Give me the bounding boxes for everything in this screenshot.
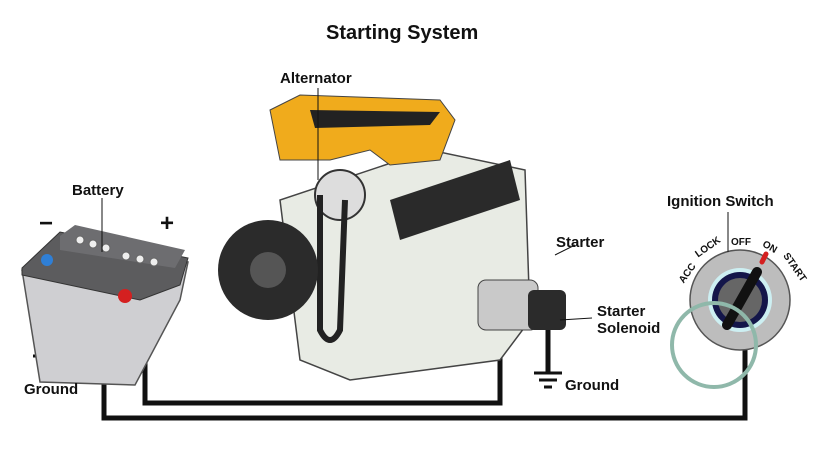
- positive-terminal: [118, 289, 132, 303]
- solenoid: [528, 290, 566, 330]
- label-ignition-switch: Ignition Switch: [667, 193, 774, 210]
- fan: [218, 220, 318, 320]
- label-battery: Battery: [72, 182, 124, 199]
- key: [722, 267, 762, 330]
- engine: [218, 88, 531, 381]
- key-ring: [670, 301, 758, 389]
- ground-symbol-solenoid: [534, 371, 562, 389]
- label-battery-ground: Ground: [24, 381, 79, 398]
- diagram-title: Starting System: [326, 22, 479, 44]
- belt: [317, 195, 348, 343]
- label-negative: −: [39, 210, 54, 237]
- negative-terminal: [41, 254, 53, 266]
- label-starter-ground: Ground: [565, 377, 620, 394]
- alternator: [314, 169, 366, 221]
- label-starter: Starter: [556, 234, 605, 251]
- ignition-switch: [670, 212, 791, 389]
- label-positive: +: [160, 210, 175, 237]
- battery: [21, 198, 189, 386]
- starter-motor: [477, 244, 593, 331]
- on-indicator: [759, 251, 769, 265]
- switch-position-off: OFF: [731, 237, 751, 248]
- label-starter-solenoid-1: Starter: [597, 303, 646, 320]
- label-starter-solenoid-2: Solenoid: [597, 320, 661, 337]
- label-alternator: Alternator: [280, 70, 352, 87]
